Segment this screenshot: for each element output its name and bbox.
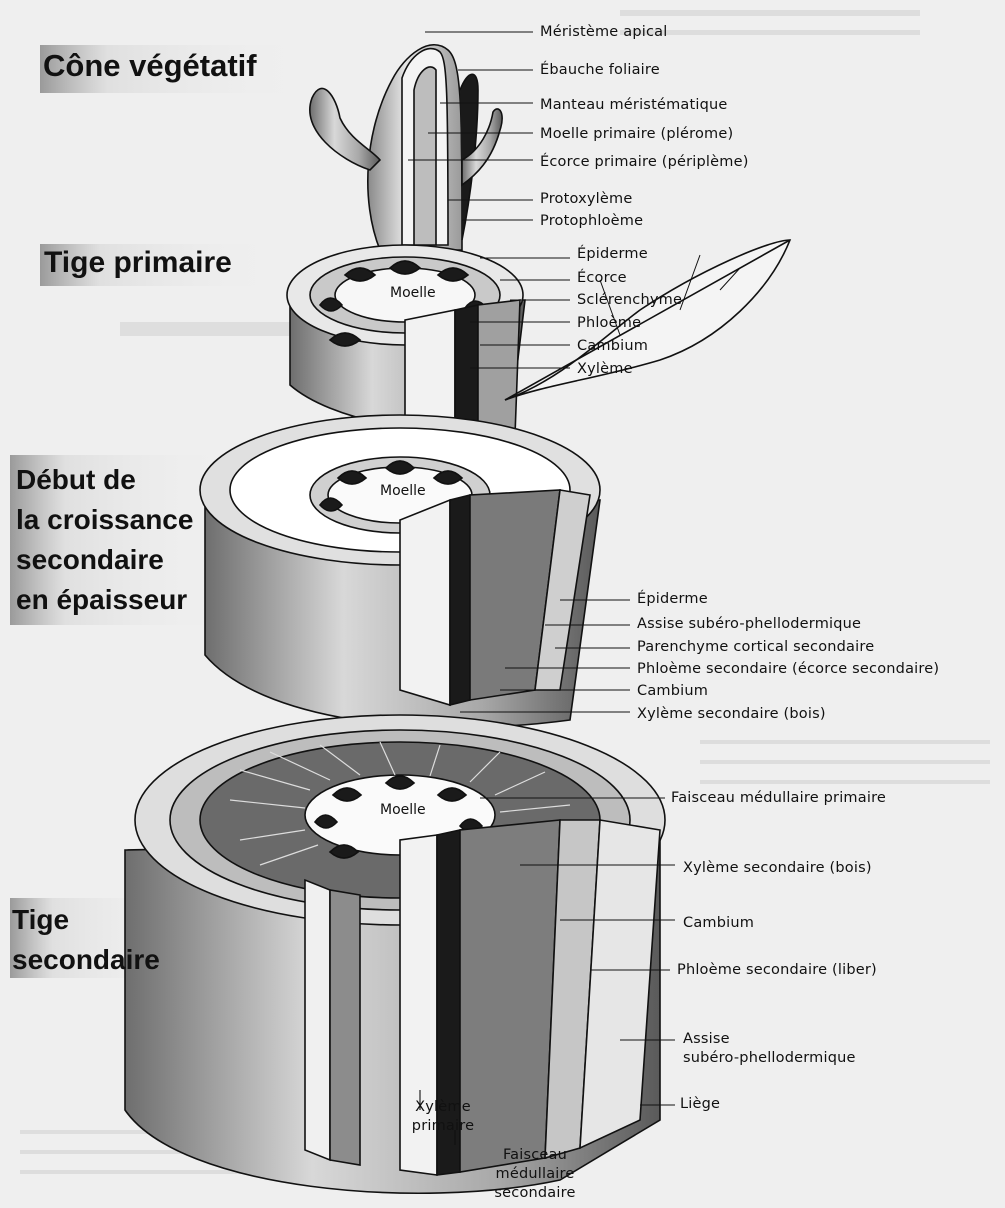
label-xyleme-secondaire-debut: Xylème secondaire (bois) <box>637 706 826 722</box>
debut-line-1: Début de <box>16 460 193 500</box>
stage-title-debut-croissance: Début de la croissance secondaire en épa… <box>16 460 193 620</box>
label-cambium-debut: Cambium <box>637 683 708 699</box>
xyleme-prim-line-1: Xylème <box>408 1098 478 1117</box>
label-epiderme-debut: Épiderme <box>637 591 708 607</box>
stage-title-tige-primaire: Tige primaire <box>44 246 232 280</box>
tige-secondaire-drawing <box>125 715 665 1193</box>
label-meristeme-apical: Méristème apical <box>540 24 667 40</box>
cone-vegetatif-drawing <box>310 45 502 250</box>
label-assise-debut: Assise subéro-phellodermique <box>637 616 861 632</box>
assise-line-1: Assise <box>683 1030 856 1049</box>
label-moelle-primaire: Moelle primaire (plérome) <box>540 126 733 142</box>
tige-sec-line-2: secondaire <box>12 940 160 980</box>
debut-line-2: la croissance <box>16 500 193 540</box>
label-phloeme-secondaire-ecorce: Phloème secondaire (écorce secondaire) <box>637 661 939 677</box>
moelle-label-debut: Moelle <box>380 483 426 499</box>
debut-line-3: secondaire <box>16 540 193 580</box>
faisceau-sec-line-1: Faisceau <box>490 1146 580 1165</box>
label-ecorce: Écorce <box>577 270 627 286</box>
label-xyleme: Xylème <box>577 361 633 377</box>
label-cambium-secondaire: Cambium <box>683 915 754 931</box>
moelle-label-secondaire: Moelle <box>380 802 426 818</box>
label-faisceau-medullaire-secondaire: Faisceau médullaire secondaire <box>490 1146 580 1203</box>
label-sclerenchyme: Sclérenchyme <box>577 292 682 308</box>
label-manteau-meristematique: Manteau méristématique <box>540 97 728 113</box>
assise-line-2: subéro-phellodermique <box>683 1049 856 1068</box>
label-protophloeme: Protophloème <box>540 213 643 229</box>
debut-croissance-drawing <box>200 415 600 727</box>
label-ebauche-foliaire: Ébauche foliaire <box>540 62 660 78</box>
label-parenchyme-cortical: Parenchyme cortical secondaire <box>637 639 874 655</box>
label-liege: Liège <box>680 1096 720 1112</box>
moelle-label-primaire: Moelle <box>390 285 436 301</box>
label-xyleme-secondaire-bois: Xylème secondaire (bois) <box>683 860 872 876</box>
label-ecorce-primaire: Écorce primaire (périplème) <box>540 154 749 170</box>
faisceau-sec-line-3: secondaire <box>490 1184 580 1203</box>
label-phloeme: Phloème <box>577 315 641 331</box>
faisceau-sec-line-2: médullaire <box>490 1165 580 1184</box>
label-xyleme-primaire: Xylème primaire <box>408 1098 478 1136</box>
label-cambium-primaire: Cambium <box>577 338 648 354</box>
debut-line-4: en épaisseur <box>16 580 193 620</box>
stage-title-tige-secondaire: Tige secondaire <box>12 900 160 980</box>
tige-sec-line-1: Tige <box>12 900 160 940</box>
label-protoxyleme: Protoxylème <box>540 191 632 207</box>
stage-title-cone-vegetatif: Cône végétatif <box>43 48 257 84</box>
label-phloeme-secondaire-liber: Phloème secondaire (liber) <box>677 962 877 978</box>
xyleme-prim-line-2: primaire <box>408 1117 478 1136</box>
label-faisceau-medullaire-primaire: Faisceau médullaire primaire <box>671 790 886 806</box>
label-assise-subero: Assise subéro-phellodermique <box>683 1030 856 1068</box>
label-epiderme-primaire: Épiderme <box>577 246 648 262</box>
